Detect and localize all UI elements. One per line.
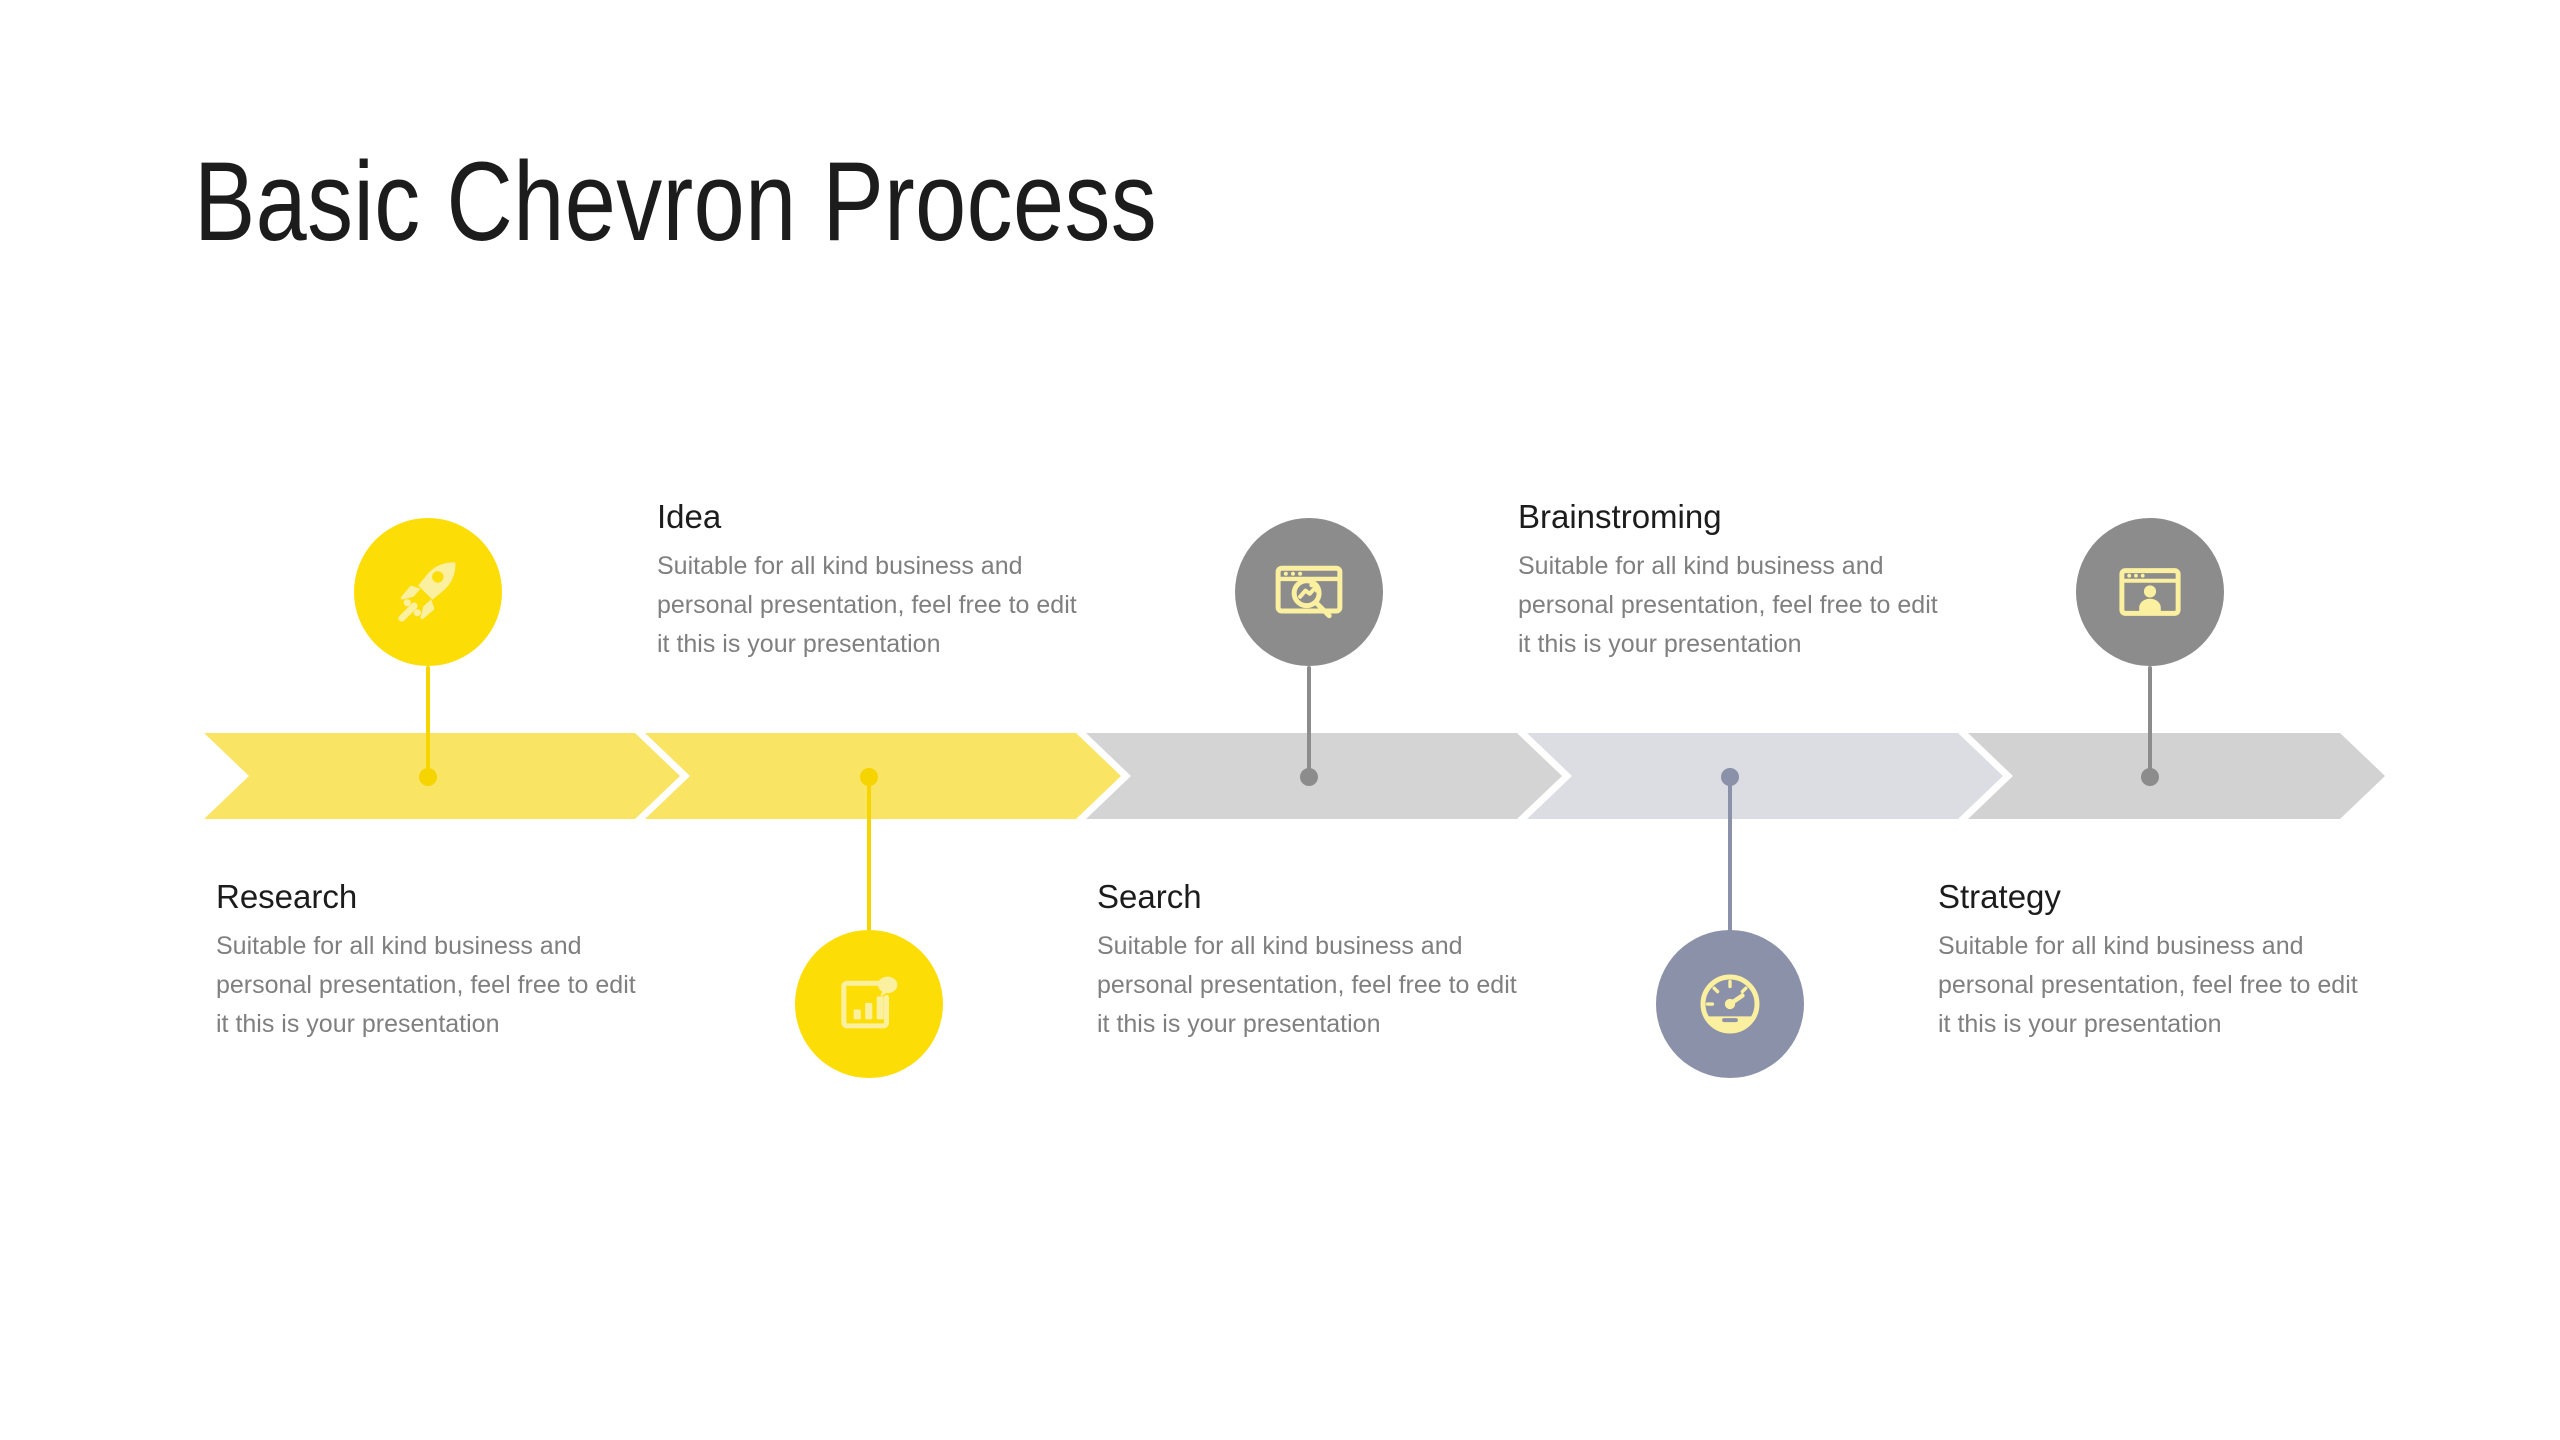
browser-search-analytics-icon: [1271, 554, 1347, 630]
step-3-description: Suitable for all kind business and perso…: [1097, 932, 1517, 1039]
step-4-description: Suitable for all kind business and perso…: [1518, 552, 1938, 659]
step-1-connector: [426, 666, 430, 782]
step-2-description: Suitable for all kind business and perso…: [657, 552, 1077, 659]
step-4-icon-circle[interactable]: [1656, 930, 1804, 1078]
step-3-icon-circle[interactable]: [1235, 518, 1383, 666]
step-3-connector: [1307, 666, 1311, 782]
step-4-connector-dot: [1721, 768, 1739, 786]
chevron-segment-2[interactable]: [645, 733, 1121, 819]
step-4-text-block: Brainstroming Suitable for all kind busi…: [1518, 496, 1938, 664]
chevron-segment-3[interactable]: [1086, 733, 1562, 819]
step-3-text-block: Search Suitable for all kind business an…: [1097, 876, 1517, 1044]
chevron-segment-4[interactable]: [1527, 733, 2003, 819]
step-2-icon-circle[interactable]: [795, 930, 943, 1078]
step-1-text-block: Research Suitable for all kind business …: [216, 876, 636, 1044]
rocket-icon: [392, 556, 464, 628]
step-4-title: Brainstroming: [1518, 498, 1722, 535]
step-3-title: Search: [1097, 878, 1202, 915]
step-2-connector-dot: [860, 768, 878, 786]
step-2-connector: [867, 776, 871, 942]
bar-chart-bubble-icon: [834, 969, 904, 1039]
step-5-title: Strategy: [1938, 878, 2061, 915]
step-2-title: Idea: [657, 498, 722, 535]
step-5-text-block: Strategy Suitable for all kind business …: [1938, 876, 2358, 1044]
step-5-connector: [2148, 666, 2152, 782]
speedometer-icon: [1694, 968, 1766, 1040]
step-5-icon-circle[interactable]: [2076, 518, 2224, 666]
step-5-description: Suitable for all kind business and perso…: [1938, 932, 2358, 1039]
step-2-text-block: Idea Suitable for all kind business and …: [657, 496, 1077, 664]
step-1-title: Research: [216, 878, 358, 915]
step-1-connector-dot: [419, 768, 437, 786]
step-1-icon-circle[interactable]: [354, 518, 502, 666]
chevron-segment-1[interactable]: [204, 733, 680, 819]
step-4-connector: [1728, 776, 1732, 942]
browser-person-icon: [2114, 556, 2186, 628]
chevron-segment-5[interactable]: [1968, 733, 2385, 819]
step-3-connector-dot: [1300, 768, 1318, 786]
page-title: Basic Chevron Process: [194, 139, 1158, 264]
step-1-description: Suitable for all kind business and perso…: [216, 932, 636, 1039]
step-5-connector-dot: [2141, 768, 2159, 786]
